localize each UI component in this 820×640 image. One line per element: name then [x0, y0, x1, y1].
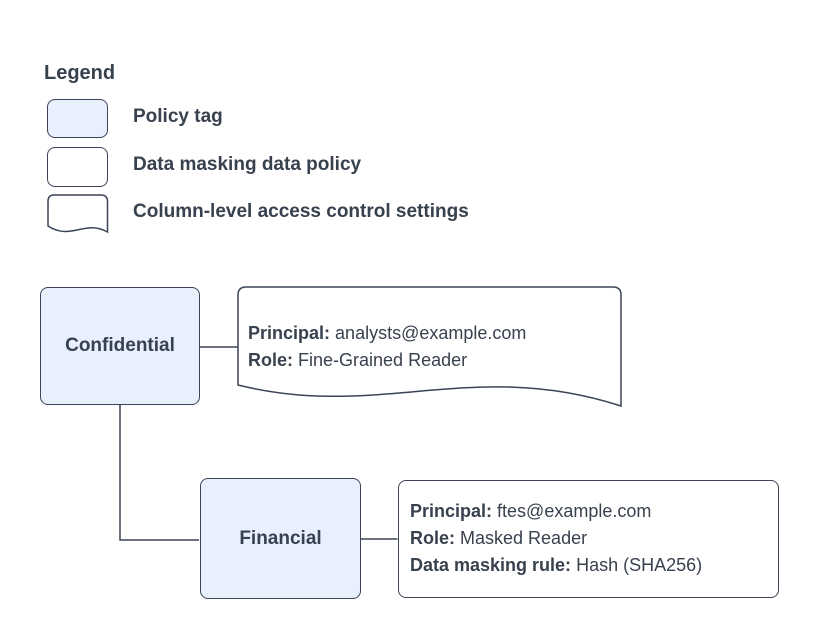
- principal-value: ftes@example.com: [497, 501, 652, 521]
- principal-value: analysts@example.com: [335, 323, 527, 343]
- settings-role-line: Role: Fine-Grained Reader: [248, 347, 526, 374]
- column-access-settings-swatch: [47, 194, 109, 234]
- connector-confidential-to-financial: [119, 405, 199, 541]
- principal-label: Principal:: [248, 323, 331, 343]
- confidential-settings-text: Principal: analysts@example.com Role: Fi…: [248, 320, 526, 374]
- role-label: Role:: [410, 528, 455, 548]
- policy-principal-line: Principal: ftes@example.com: [410, 498, 702, 525]
- node-financial[interactable]: Financial: [200, 478, 361, 599]
- confidential-settings-shape: [237, 286, 622, 408]
- legend-label-policy-tag: Policy tag: [133, 106, 223, 127]
- legend-label-data-masking-policy: Data masking data policy: [133, 154, 362, 175]
- legend-label-column-access-settings: Column-level access control settings: [133, 201, 469, 222]
- data-masking-policy-swatch: [47, 147, 108, 187]
- node-confidential[interactable]: Confidential: [40, 287, 200, 405]
- masking-rule-value: Hash (SHA256): [576, 555, 703, 575]
- masking-rule-label: Data masking rule:: [410, 555, 572, 575]
- policy-tag-swatch: [47, 99, 108, 138]
- node-financial-label: Financial: [239, 527, 322, 549]
- policy-role-line: Role: Masked Reader: [410, 525, 702, 552]
- policy-rule-line: Data masking rule: Hash (SHA256): [410, 552, 702, 579]
- legend-title: Legend: [44, 62, 116, 84]
- financial-policy-text: Principal: ftes@example.com Role: Masked…: [410, 498, 702, 579]
- settings-principal-line: Principal: analysts@example.com: [248, 320, 526, 347]
- principal-label: Principal:: [410, 501, 493, 521]
- node-confidential-label: Confidential: [65, 335, 175, 356]
- role-value: Masked Reader: [460, 528, 588, 548]
- role-value: Fine-Grained Reader: [298, 350, 468, 370]
- role-label: Role:: [248, 350, 293, 370]
- financial-policy-shape: [398, 480, 779, 598]
